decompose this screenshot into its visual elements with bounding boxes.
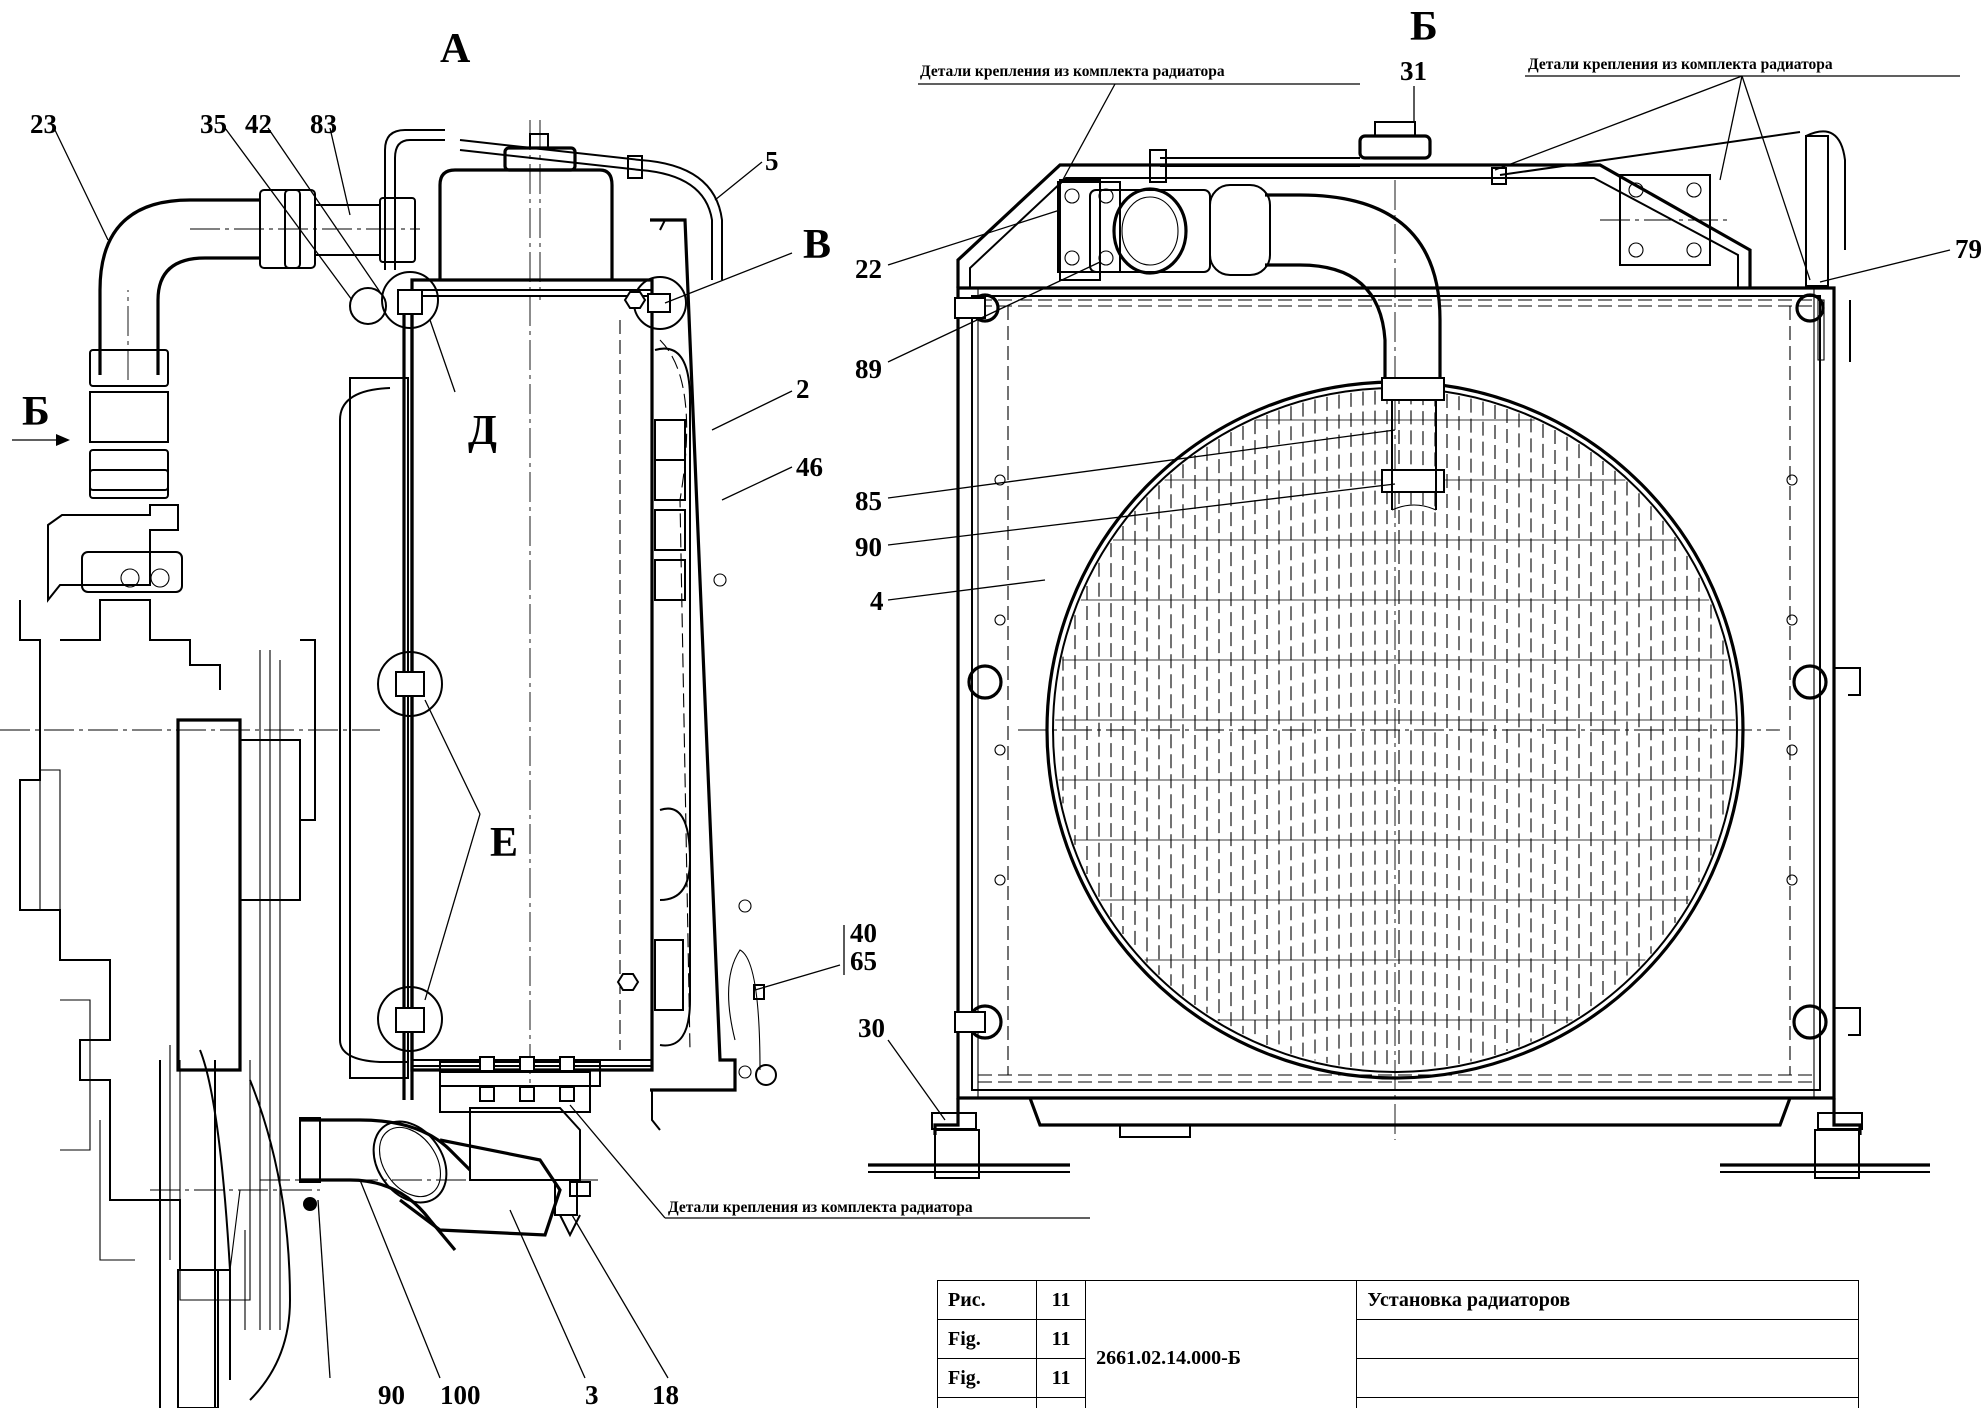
note-mount-kit-3: Детали крепления из комплекта радиатора (668, 1199, 973, 1216)
drawing-code: 2661.02.14.000-Б (1085, 1280, 1358, 1408)
front-view-b (868, 76, 1960, 1178)
side-bracket-2 (620, 220, 776, 1130)
callout-3: 3 (585, 1380, 599, 1408)
callout-5: 5 (765, 146, 779, 176)
callout-18: 18 (652, 1380, 679, 1408)
title-empty-cell (1356, 1358, 1859, 1398)
title-row-number: 11 (1036, 1280, 1087, 1320)
title-row-number: 11 (1036, 1319, 1087, 1359)
callout-83: 83 (310, 109, 337, 139)
callout-79: 79 (1955, 234, 1982, 264)
title-row-label: Fig. (937, 1319, 1038, 1359)
callout-89: 89 (855, 354, 882, 384)
note-mount-kit-2: Детали крепления из комплекта радиатора (1528, 56, 1833, 73)
callout-23: 23 (30, 109, 57, 139)
callout-40: 40 (850, 918, 877, 948)
zone-label-d: Д (468, 408, 497, 454)
callout-2: 2 (796, 374, 810, 404)
title-empty-cell (1356, 1397, 1859, 1408)
callout-4: 4 (870, 586, 884, 616)
side-mounts-front (955, 295, 1860, 1038)
title-row-number: 11 (1036, 1397, 1087, 1408)
callout-90-front: 90 (855, 532, 882, 562)
zone-label-e: Е (490, 820, 518, 866)
arrow-label-b: Б (22, 389, 50, 435)
overflow-tube-5 (385, 130, 722, 280)
callout-42: 42 (245, 109, 272, 139)
title-block-table: Рис. 11 2661.02.14.000-Б Установка радиа… (937, 1280, 1859, 1408)
mount-plates-front (1058, 175, 1730, 272)
overflow-tube-front (1160, 132, 1800, 184)
leaders-side (12, 128, 1090, 1378)
engine-block-outline (0, 505, 380, 1408)
title-row-label: Рис. (937, 1280, 1038, 1320)
zone-label-v: В (803, 222, 831, 268)
title-row-label: Fig. (937, 1358, 1038, 1398)
callout-31: 31 (1400, 56, 1427, 86)
side-view-a (0, 120, 1090, 1408)
callout-35: 35 (200, 109, 227, 139)
drawing-title: Установка радиаторов (1356, 1280, 1859, 1320)
callout-65: 65 (850, 946, 877, 976)
leaders-front (888, 76, 1960, 1120)
title-empty-cell (1356, 1319, 1859, 1359)
bolts-side (350, 272, 686, 1101)
callout-46: 46 (796, 452, 823, 482)
lower-hose-100 (260, 1072, 600, 1250)
upper-hose-23 (90, 190, 420, 498)
view-label-a: А (440, 26, 471, 72)
callout-22: 22 (855, 254, 882, 284)
title-block: Рис. 11 2661.02.14.000-Б Установка радиа… (937, 1280, 1859, 1408)
note-mount-kit-1: Детали крепления из комплекта радиатора (920, 63, 1225, 80)
fan-shroud-side (340, 300, 412, 1100)
callout-100: 100 (440, 1380, 481, 1408)
radiator-core-side (412, 120, 652, 1090)
title-row-label: Fig. (937, 1397, 1038, 1408)
filler-cap-front (1360, 122, 1430, 158)
view-label-b: Б (1410, 4, 1438, 50)
title-row-number: 11 (1036, 1358, 1087, 1398)
callout-90-side: 90 (378, 1380, 405, 1408)
upper-hose-front (1060, 150, 1444, 510)
labels: А Б Б В Д Е 23 35 42 83 5 2 46 40 65 90 … (22, 4, 1982, 1408)
callout-30: 30 (858, 1013, 885, 1043)
callout-85: 85 (855, 486, 882, 516)
